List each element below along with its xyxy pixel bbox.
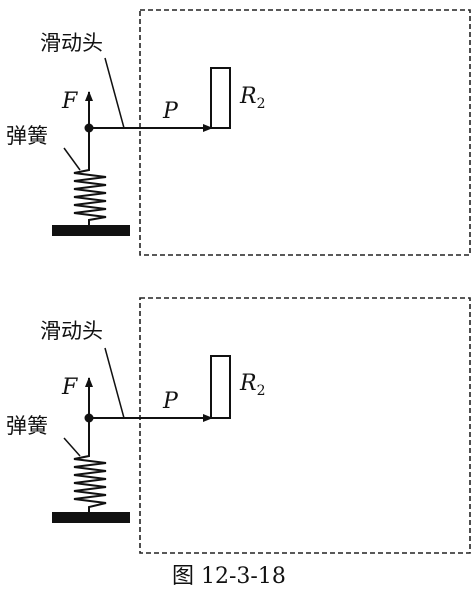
spring-label: 弹簧 bbox=[6, 124, 48, 148]
slider-leader-line bbox=[104, 57, 125, 129]
force-label: F bbox=[61, 89, 78, 114]
panel-2: 滑动头 F 弹簧 P R2 bbox=[6, 297, 471, 554]
circuit-box-dashed bbox=[139, 9, 471, 256]
spring-base bbox=[52, 512, 130, 523]
slider-label: 滑动头 bbox=[40, 31, 103, 55]
spring-label: 弹簧 bbox=[6, 414, 48, 438]
spring-leader-line bbox=[63, 147, 81, 171]
resistor-label: R2 bbox=[239, 371, 266, 399]
resistor-letter: R bbox=[239, 371, 257, 396]
circuit-box-dashed bbox=[139, 297, 471, 554]
resistor-r2 bbox=[210, 355, 231, 419]
resistor-label: R2 bbox=[239, 84, 266, 112]
figure-caption: 图 12-3-18 bbox=[172, 564, 286, 589]
resistor-subscript: 2 bbox=[257, 383, 266, 399]
contact-label: P bbox=[162, 99, 179, 124]
resistor-r2 bbox=[210, 67, 231, 129]
spring-coil bbox=[73, 448, 107, 512]
contact-label: P bbox=[162, 389, 179, 414]
resistor-subscript: 2 bbox=[257, 96, 266, 112]
slider-leader-line bbox=[104, 347, 125, 419]
panel-1: 滑动头 F 弹簧 P R2 bbox=[6, 9, 471, 256]
spring-coil bbox=[73, 162, 107, 225]
spring-base bbox=[52, 225, 130, 236]
spring-leader-line bbox=[63, 437, 81, 457]
slider-label: 滑动头 bbox=[40, 319, 103, 343]
force-label: F bbox=[61, 375, 78, 400]
resistor-letter: R bbox=[239, 84, 257, 109]
